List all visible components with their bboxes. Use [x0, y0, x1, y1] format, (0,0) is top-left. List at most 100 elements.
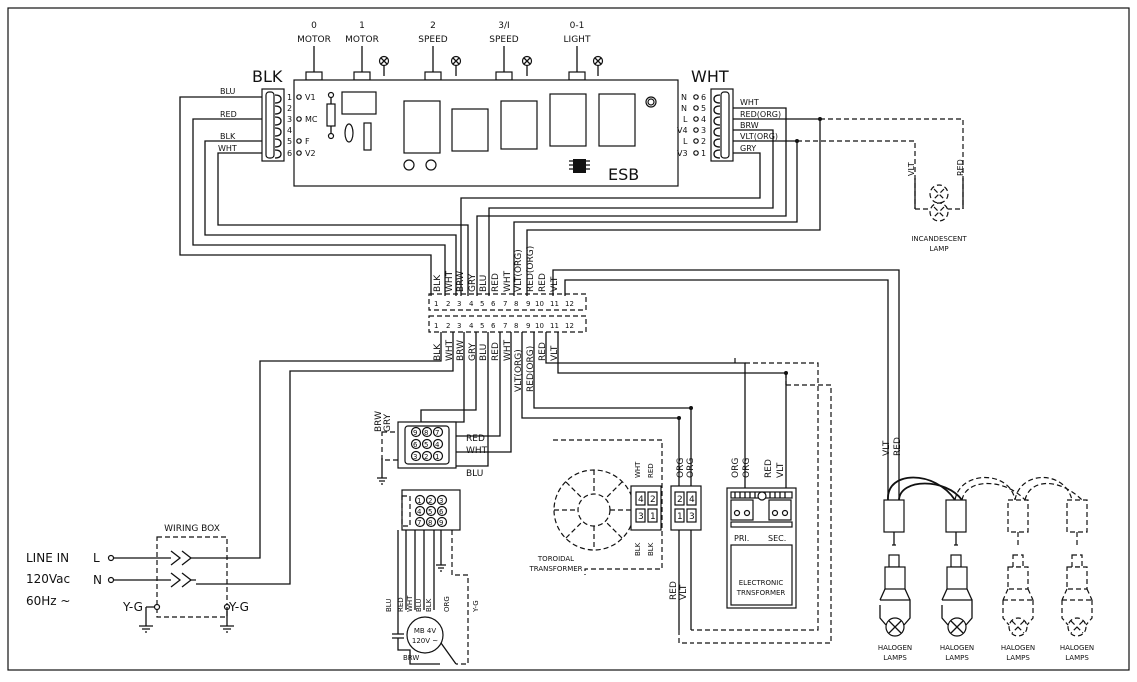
board-esb-label: ESB [608, 165, 639, 184]
toroidal-pin-1: 1 [650, 512, 656, 522]
lamp-label-1: INCANDESCENT [911, 235, 967, 243]
halogen-2-label-2: LAMPS [945, 654, 969, 662]
wiring-box-title: WIRING BOX [164, 524, 220, 534]
org-conn-wire-red: RED [669, 581, 679, 600]
motor-label-1: MB 4V [414, 627, 437, 635]
tt-wire-vlt-org: VLT(ORG) [514, 249, 524, 292]
tb-wire-red-org: RED(ORG) [526, 346, 536, 392]
etr-label-2: TRNSFORMER [736, 589, 786, 597]
terminal-top-num-9: 9 [526, 300, 530, 308]
motor-pin-8: 8 [428, 519, 432, 527]
right-pin-label-n2: N [681, 104, 687, 113]
motor-wire-org: ORG [443, 596, 451, 612]
toroidal-wire-wht: WHT [634, 461, 642, 478]
electronic-transformer: ORG ORG RED VLT PRI. SEC. ELECTRONIC TRN… [726, 458, 797, 609]
right-pin-3: 3 [701, 126, 706, 135]
tt-wire-gry: GRY [468, 273, 478, 292]
motor-wire-wht: WHT [406, 595, 414, 612]
tt-wire-red-org: RED(ORG) [526, 246, 536, 292]
right-connector: 6 5 4 3 2 1 N N L V4 L V3 WHT RED(ORG) B… [677, 88, 781, 162]
motor-pin-3: 3 [439, 497, 443, 505]
c9-pin-3: 3 [413, 453, 417, 461]
org-conn-pin-1: 1 [677, 512, 683, 522]
motor-ground-symbol [436, 530, 446, 572]
tt-wire-blk: BLK [433, 274, 443, 292]
toroidal-pin-4: 4 [638, 495, 644, 505]
org-conn-wire-org1: ORG [676, 458, 686, 478]
left-pin-6: 6 [287, 149, 292, 158]
halogen-3-label-1: HALOGEN [1001, 644, 1035, 652]
tt-wire-wht: WHT [445, 270, 455, 292]
tt-wire-vlt: VLT [550, 276, 560, 292]
etr-label-1: ELECTRONIC [739, 579, 784, 587]
yg-left-label: Y-G [122, 600, 143, 614]
terminal-top-num-2: 2 [446, 300, 450, 308]
ground-left [139, 606, 155, 633]
toroidal-pin-3: 3 [638, 512, 644, 522]
terminal-bot-num-11: 11 [550, 322, 559, 330]
left-pin-3: 3 [287, 115, 292, 124]
terminal-numbers-top: 1 2 3 4 5 6 7 8 9 10 11 12 [434, 300, 574, 308]
lamp-wire-vlt: VLT [907, 162, 916, 176]
left-pin-5: 5 [287, 137, 292, 146]
tt-wire-red: RED [491, 273, 501, 292]
c9-pin-9: 9 [413, 429, 417, 437]
tb-wire-blu: BLU [479, 344, 489, 361]
switch-3-number: 3/I [498, 21, 509, 31]
halogen-1-label-2: LAMPS [883, 654, 907, 662]
terminal-bot-num-4: 4 [469, 322, 474, 330]
c9-wire-wht: WHT [466, 446, 488, 456]
tb-wire-red: RED [491, 342, 501, 361]
terminal-top-num-3: 3 [457, 300, 461, 308]
terminal-top-num-12: 12 [565, 300, 574, 308]
connector-9-upper: BRW GRY 9 8 7 6 5 4 3 2 1 RED WHT BLU [374, 409, 488, 485]
halogen-3-label-2: LAMPS [1006, 654, 1030, 662]
switch-2-number: 2 [430, 21, 436, 31]
wiring-box: WIRING BOX LINE IN 120Vac 60Hz ~ L N Y-G… [26, 524, 249, 633]
c9-pin-4: 4 [435, 441, 440, 449]
terminal-bot-num-7: 7 [503, 322, 507, 330]
motor-pin-6: 6 [439, 508, 444, 516]
tt-wire-wht2: WHT [503, 270, 513, 292]
motor-pin-7: 7 [417, 519, 421, 527]
motor-pin-1: 1 [417, 497, 421, 505]
switch-0-name: MOTOR [297, 35, 331, 45]
left-wire-blk: BLK [220, 132, 236, 141]
lamp-label-2: LAMP [929, 245, 948, 253]
right-pin-1: 1 [701, 149, 706, 158]
org-conn-wire-vlt: VLT [679, 584, 689, 600]
board-components [326, 91, 657, 173]
right-pin-4: 4 [701, 115, 706, 124]
wiring-box-outline [156, 536, 228, 618]
terminal-top-num-8: 8 [514, 300, 518, 308]
terminal-bot-num-1: 1 [434, 322, 438, 330]
motor-assembly: 1 2 3 4 5 6 7 8 9 BLU RED WHT BLU BLK OR… [385, 489, 480, 665]
board-left-header: BLK [252, 67, 283, 86]
terminal-top-num-10: 10 [535, 300, 544, 308]
terminal-bottom-wire-labels: BLK WHT BRW GRY BLU RED WHT VLT(ORG) RED… [433, 339, 560, 392]
switch-4-name: LIGHT [564, 35, 591, 45]
left-wire-blu: BLU [220, 87, 236, 96]
motor-pin-2: 2 [428, 497, 432, 505]
left-pin-2: 2 [287, 104, 292, 113]
halogen-4-label-2: LAMPS [1065, 654, 1089, 662]
halogen-wire-vlt: VLT [882, 440, 892, 456]
lamp-wire-red: RED [956, 159, 965, 176]
terminal-bot-num-9: 9 [526, 322, 530, 330]
tb-wire-red2: RED [538, 342, 548, 361]
terminal-bot-num-10: 10 [535, 322, 544, 330]
etr-wire-org2: ORG [742, 458, 752, 478]
c9-ground-symbol [377, 458, 387, 485]
ground-right [220, 607, 234, 633]
halogen-lamp-4: HALOGEN LAMPS [1060, 499, 1094, 662]
switch-2-name: SPEED [418, 35, 448, 45]
terminal-numbers-bottom: 1 2 3 4 5 6 7 8 9 10 11 12 [434, 322, 574, 330]
c9-pin-7: 7 [435, 429, 439, 437]
right-pin-6: 6 [701, 93, 706, 102]
motor-wire-brw: BRW [403, 654, 419, 662]
org-conn-pin-2: 2 [677, 495, 683, 505]
left-pin-1: 1 [287, 93, 292, 102]
right-wire-brw: BRW [740, 121, 759, 130]
motor-wire-blk: BLK [425, 598, 433, 612]
